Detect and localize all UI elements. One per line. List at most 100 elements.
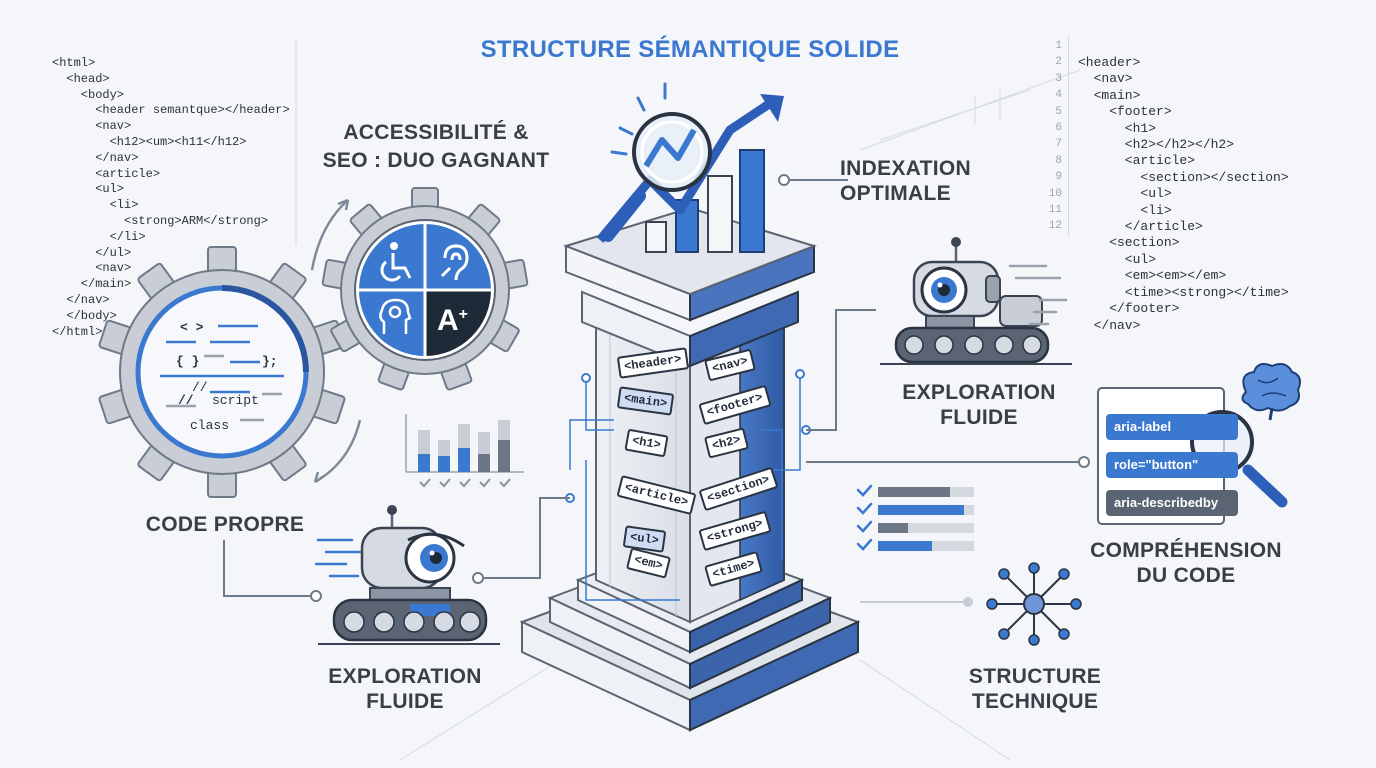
- code-line: <li>: [52, 198, 139, 213]
- a-plus-sup: +: [458, 306, 469, 323]
- label-indexation: INDEXATION OPTIMALE: [840, 156, 1004, 206]
- label-exploration-right-line1: EXPLORATION: [902, 381, 1056, 404]
- label-accessibility-line1: ACCESSIBILITÉ &: [343, 121, 529, 144]
- cognitive-head-icon: [379, 298, 412, 334]
- checklist-bars: [856, 484, 974, 551]
- line-number: 5: [1055, 105, 1062, 118]
- code-line: <strong>ARM</strong>: [52, 213, 269, 228]
- code-line: <head>: [52, 71, 110, 86]
- code-line: <html>: [52, 56, 96, 70]
- code-line: <nav>: [52, 261, 132, 276]
- line-number: 3: [1055, 72, 1062, 85]
- brain-icon: [1241, 363, 1301, 421]
- code-line: <h12><um><h11</h12>: [52, 134, 247, 149]
- page-title: STRUCTURE SÉMANTIQUE SOLIDE: [480, 36, 900, 63]
- code-line: </ul>: [52, 245, 132, 260]
- label-comprehension-line2: DU CODE: [1136, 564, 1236, 587]
- line-number: 10: [1048, 187, 1062, 200]
- label-comprehension-line1: COMPRÉHENSION: [1090, 539, 1282, 562]
- gear-code-class: class: [190, 418, 230, 433]
- line-number: 1: [1055, 40, 1062, 52]
- line-number: 2: [1055, 56, 1062, 69]
- left-code-snippet: <html> <head> <body> <header semantque><…: [52, 56, 290, 340]
- code-line: <body>: [52, 87, 125, 102]
- code-line: </nav>: [1078, 317, 1141, 333]
- code-line: </html>: [52, 324, 103, 339]
- code-line: <section></section>: [1078, 169, 1289, 185]
- code-line: <main>: [1078, 87, 1141, 103]
- crawler-robot-left: [314, 505, 500, 645]
- accessibility-gear: [321, 187, 529, 391]
- network-icon: [986, 562, 1082, 646]
- code-line: <section>: [1078, 235, 1180, 251]
- code-line: </li>: [52, 229, 146, 244]
- mini-bar-chart: [405, 414, 524, 488]
- gear-code-semicolon: };: [262, 354, 278, 369]
- code-line: <nav>: [1078, 71, 1133, 87]
- code-line: <article>: [52, 166, 161, 181]
- code-line: <ul>: [1078, 186, 1172, 202]
- code-line: <li>: [1078, 202, 1172, 218]
- role-button-chip: role="button": [1106, 452, 1238, 478]
- line-number: 11: [1048, 204, 1062, 217]
- code-line: <ul>: [52, 182, 125, 197]
- code-line: <header semantque></header>: [52, 103, 290, 118]
- code-line: </article>: [1078, 219, 1203, 235]
- perspective-lines: [295, 40, 1081, 761]
- code-line: <footer>: [1078, 104, 1172, 120]
- gear-code-comment-2: //: [178, 393, 194, 408]
- aria-describedby-chip: aria-describedby: [1106, 490, 1238, 516]
- label-exploration-right-line2: FLUIDE: [940, 406, 1018, 429]
- code-line: </body>: [52, 308, 117, 323]
- cycle-arrows: [310, 198, 362, 484]
- label-structure-line2: TECHNIQUE: [971, 690, 1099, 713]
- code-line: </nav>: [52, 292, 110, 307]
- label-indexation-line2: OPTIMALE: [840, 182, 951, 205]
- code-line: <nav>: [52, 119, 132, 134]
- code-line: </nav>: [52, 150, 139, 165]
- code-line: </footer>: [1078, 301, 1180, 317]
- a-plus-badge: A+: [437, 304, 468, 338]
- label-accessibility-line2: SEO : DUO GAGNANT: [322, 149, 550, 172]
- code-gutter-divider: [1068, 36, 1069, 236]
- gear-code-angle: < >: [180, 320, 204, 335]
- connector-lines: [223, 179, 1080, 603]
- label-exploration-left-line1: EXPLORATION: [328, 665, 482, 688]
- crawler-robot-right: [880, 237, 1072, 365]
- line-number: 12: [1048, 220, 1062, 233]
- gear-code-script: script: [212, 393, 259, 408]
- code-line: <ul>: [1078, 251, 1157, 267]
- code-line: <header>: [1078, 55, 1141, 70]
- line-number: 8: [1055, 154, 1062, 167]
- line-number: 7: [1055, 138, 1062, 151]
- wheelchair-icon: [380, 242, 412, 282]
- label-exploration-left-line2: FLUIDE: [366, 690, 444, 713]
- code-line: <article>: [1078, 153, 1196, 169]
- gear-code-braces: { }: [176, 354, 200, 369]
- code-line: <h1>: [1078, 120, 1157, 136]
- right-code-snippet: <header> <nav> <main> <footer> <h1> <h2>…: [1078, 55, 1289, 334]
- label-accessibility-seo: ACCESSIBILITÉ & SEO : DUO GAGNANT: [318, 120, 554, 173]
- code-line: <time><strong></time>: [1078, 284, 1289, 300]
- label-code-propre: CODE PROPRE: [145, 513, 305, 536]
- code-line: </main>: [52, 277, 132, 292]
- label-structure-technique: STRUCTURE TECHNIQUE: [950, 664, 1120, 714]
- aria-label-chip: aria-label: [1106, 414, 1238, 440]
- gear-code-comment: //: [192, 380, 208, 395]
- magnifier-icon: [602, 112, 712, 242]
- code-line: <h2></h2></h2>: [1078, 137, 1235, 153]
- code-line: <em><em></em>: [1078, 268, 1227, 284]
- label-indexation-line1: INDEXATION: [840, 157, 971, 180]
- a-plus-letter: A: [437, 304, 459, 337]
- line-number: 6: [1055, 122, 1062, 135]
- label-structure-line1: STRUCTURE: [968, 665, 1102, 688]
- code-gear: [98, 246, 346, 498]
- label-exploration-right: EXPLORATION FLUIDE: [886, 380, 1072, 430]
- line-number: 4: [1055, 89, 1062, 102]
- label-exploration-left: EXPLORATION FLUIDE: [312, 664, 498, 714]
- line-number: 9: [1055, 171, 1062, 184]
- hearing-icon: [440, 244, 469, 281]
